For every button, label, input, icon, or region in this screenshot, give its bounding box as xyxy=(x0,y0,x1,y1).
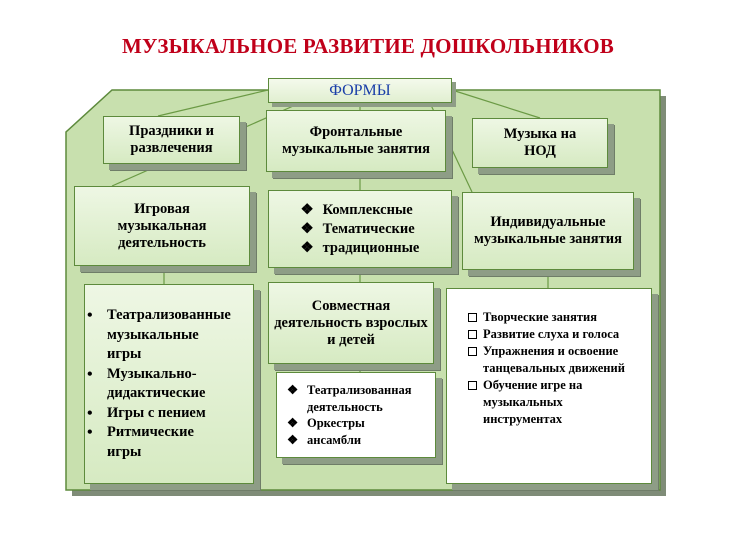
class-kinds-box: Комплексные Тематические традиционные xyxy=(268,190,452,268)
list-item: Комплексные xyxy=(301,201,420,220)
game-activity-box: Игровая музыкальная деятельность xyxy=(74,186,250,266)
diagram-title: МУЗЫКАЛЬНОЕ РАЗВИТИЕ ДОШКОЛЬНИКОВ xyxy=(122,34,614,58)
individual-classes-box: Индивидуальные музыкальные занятия xyxy=(462,192,634,270)
list-item: Оркестры xyxy=(287,415,427,432)
music-nod-box: Музыка на НОД xyxy=(472,118,608,168)
game-activity-label: Игровая музыкальная деятельность xyxy=(117,200,207,251)
list-item: традиционные xyxy=(301,239,420,258)
list-item: Развитие слуха и голоса xyxy=(467,326,637,343)
list-item: Тематические xyxy=(301,220,420,239)
joint-activity-label: Совместная деятельность взрослых и детей xyxy=(274,297,428,348)
individual-activities-list: Творческие занятия Развитие слуха и голо… xyxy=(467,309,637,428)
joint-activity-box: Совместная деятельность взрослых и детей xyxy=(268,282,434,364)
list-item: Ритмические игры xyxy=(85,423,230,462)
frontal-classes-box: Фронтальные музыкальные занятия xyxy=(266,110,446,172)
list-item: Театрализованные музыкальные игры xyxy=(85,306,231,365)
frontal-classes-label: Фронтальные музыкальные занятия xyxy=(282,124,430,157)
list-item: ансамбли xyxy=(287,432,427,449)
list-item: Музыкально-дидактические xyxy=(85,365,230,404)
music-nod-label: Музыка на НОД xyxy=(503,126,577,159)
joint-list-box: Театрализованная деятельность Оркестры а… xyxy=(276,372,436,458)
individual-list-box: Творческие занятия Развитие слуха и голо… xyxy=(446,288,652,484)
forms-header: ФОРМЫ xyxy=(268,78,452,103)
individual-classes-label: Индивидуальные музыкальные занятия xyxy=(474,214,622,247)
game-types-list: Театрализованные музыкальные игры Музыка… xyxy=(85,306,231,462)
holidays-label: Праздники и развлечения xyxy=(129,123,214,156)
list-item: Творческие занятия xyxy=(467,309,637,326)
list-item: Театрализованная деятельность xyxy=(287,382,427,415)
holidays-box: Праздники и развлечения xyxy=(103,116,240,164)
list-item: Упражнения и освоение танцевальных движе… xyxy=(467,343,637,377)
list-item: Обучение игре на музыкальных инструмента… xyxy=(467,377,637,428)
game-list-box: Театрализованные музыкальные игры Музыка… xyxy=(84,284,254,484)
class-kinds-list: Комплексные Тематические традиционные xyxy=(301,201,420,258)
joint-activities-list: Театрализованная деятельность Оркестры а… xyxy=(287,382,427,448)
list-item: Игры с пением xyxy=(85,404,230,424)
